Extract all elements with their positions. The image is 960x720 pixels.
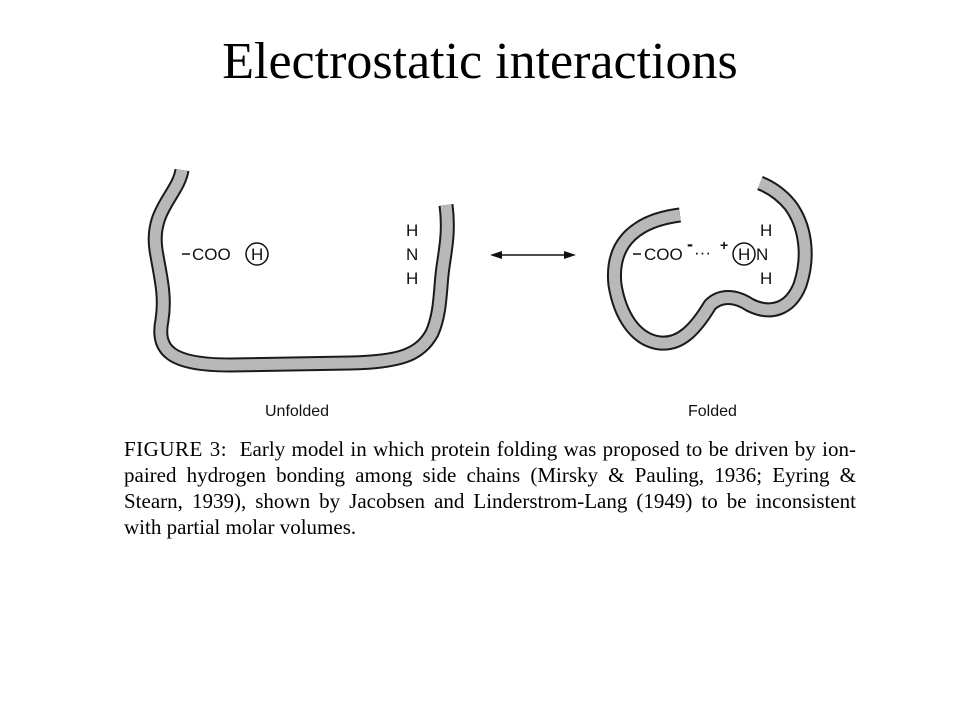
unfolded-circled-h: H xyxy=(251,245,263,264)
folded-plus-charge: + xyxy=(720,237,728,253)
slide-title: Electrostatic interactions xyxy=(222,33,738,90)
folded-minus-charge: - xyxy=(687,234,693,254)
unfolded-n: N xyxy=(406,245,418,264)
figure-caption: FIGURE 3: Early model in which protein f… xyxy=(124,436,856,540)
equilibrium-arrow xyxy=(490,251,576,259)
unfolded-cooh-label: COO xyxy=(192,245,231,264)
unfolded-label: Unfolded xyxy=(265,403,329,420)
unfolded-h-circle xyxy=(245,242,269,266)
caption-text: Early model in which protein folding was… xyxy=(124,437,856,539)
folded-n: N xyxy=(756,245,768,264)
unfolded-chain xyxy=(147,168,455,373)
folded-label: Folded xyxy=(688,403,737,420)
figure-number: FIGURE 3: xyxy=(124,437,228,461)
folded-dots: ··· xyxy=(694,243,711,262)
folded-h-top: H xyxy=(760,221,772,240)
folding-diagram: COO H H N H COO - ··· + H N H H Unfolded… xyxy=(120,165,850,425)
folding-diagram-svg: COO H H N H COO - ··· + H N H H Unfolded… xyxy=(147,168,813,420)
folded-circled-h: H xyxy=(738,245,750,264)
folded-chain xyxy=(606,176,813,351)
folded-h-circle xyxy=(732,242,756,266)
folded-coo-label: COO xyxy=(644,245,683,264)
folded-h-bottom: H xyxy=(760,269,772,288)
unfolded-h-bottom: H xyxy=(406,269,418,288)
unfolded-h-top: H xyxy=(406,221,418,240)
